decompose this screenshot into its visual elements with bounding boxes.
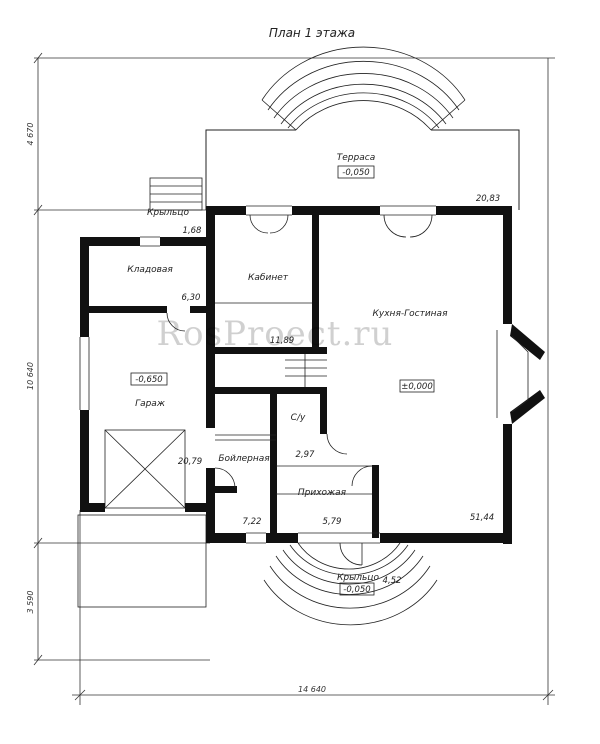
room-name-garage: Гараж [135,399,166,409]
area-front-porch: 4,52 [383,576,402,586]
area-terrace: 20,83 [476,194,500,204]
area-study: 11,89 [270,336,294,346]
dim-overall-horizontal: 14 640 [298,685,326,694]
dim-bottom-vertical: 3 590 [26,591,35,614]
watermark: RosProect.ru [157,314,394,354]
dim-middle-vertical: 10 640 [26,362,35,390]
room-name-porch-side: Крыльцо [147,208,189,218]
area-storage: 6,30 [182,293,201,303]
area-porch-side: 1,68 [183,226,203,236]
terrace-stairs [261,46,466,131]
porch-steps [149,177,203,211]
inner-wall-lines [79,205,529,544]
level-box-front-porch [339,582,375,596]
level-terrace: -0,050 [342,168,369,178]
level-box-terrace [337,165,375,179]
area-kitchen-living: 51,44 [470,513,494,523]
level-box-garage [130,372,168,386]
room-name-terrace: Терраса [337,153,375,163]
walls [80,206,545,544]
plan-title: План 1 этажа [269,26,355,40]
area-wc: 2,97 [296,450,316,460]
room-name-boiler: Бойлерная [218,454,270,464]
room-name-storage: Кладовая [127,265,173,275]
room-name-front-porch: Крыльцо [337,573,379,583]
area-hall: 5,79 [323,517,342,527]
room-name-hall: Прихожая [298,488,347,498]
room-name-kitchen-living: Кухня-Гостиная [373,309,449,319]
level-box-kitchen-living [399,379,435,393]
dimension-lines [33,52,555,705]
garage-exterior [77,429,207,608]
dim-top-vertical: 4 670 [26,123,35,146]
room-name-study: Кабинет [248,273,289,283]
area-boiler: 7,22 [243,517,262,527]
level-garage: -0,650 [135,375,162,385]
door-swings [166,214,433,566]
level-front-porch: -0,050 [343,585,370,595]
area-garage: 20,79 [178,457,202,467]
front-porch-stairs [263,542,438,626]
terrace-outline [205,129,520,210]
room-name-wc: С/у [291,413,306,423]
level-kitchen-living: ±0,000 [401,382,432,392]
